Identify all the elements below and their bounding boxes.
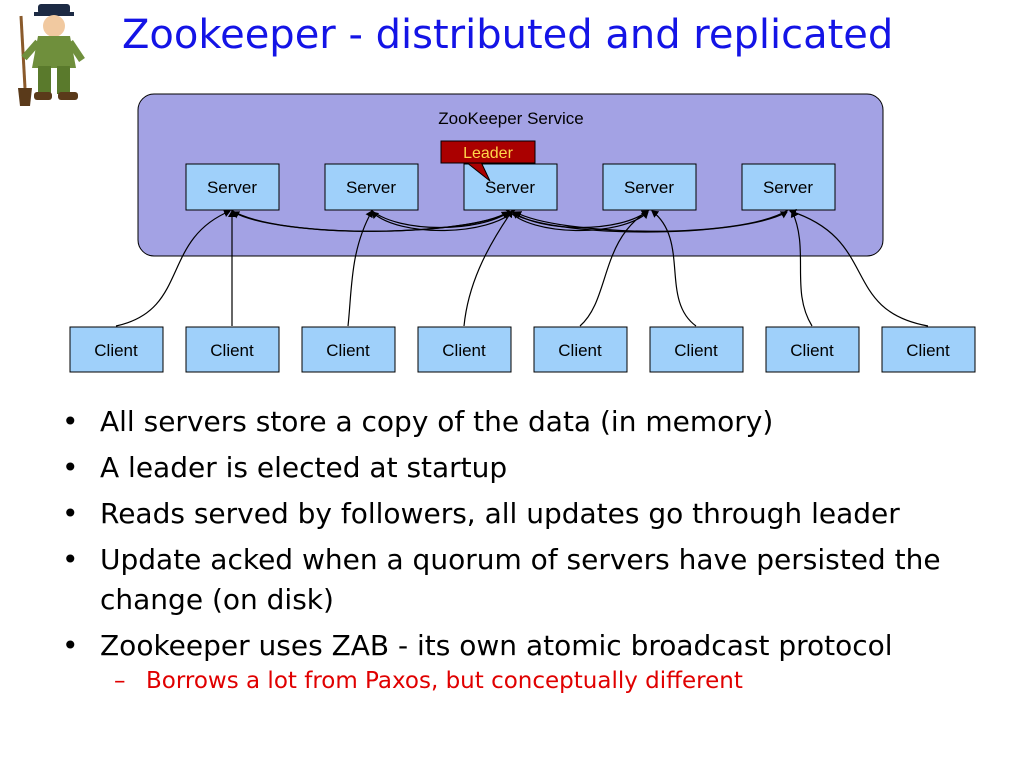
client-node: Client: [301, 326, 396, 373]
client-label: Client: [906, 341, 950, 360]
server-node: Server: [324, 163, 419, 211]
bullet-marker: •: [62, 405, 79, 438]
leader-label: Leader: [463, 145, 513, 162]
bullet-text: Reads served by followers, all updates g…: [100, 497, 900, 530]
sub-bullet-marker: –: [114, 668, 126, 694]
server-label: Server: [207, 178, 257, 197]
bullet-item: • Zookeeper uses ZAB - its own atomic bro…: [62, 626, 1012, 666]
bullet-text: Zookeeper uses ZAB - its own atomic broa…: [100, 629, 893, 662]
sub-bullet-text: Borrows a lot from Paxos, but conceptual…: [146, 668, 743, 694]
bullet-marker: •: [62, 497, 79, 530]
client-node: Client: [533, 326, 628, 373]
bullet-item: • A leader is elected at startup: [62, 448, 1012, 488]
bullet-marker: •: [62, 451, 79, 484]
client-label: Client: [558, 341, 602, 360]
client-node: Client: [765, 326, 860, 373]
bullet-item: • All servers store a copy of the data (i…: [62, 402, 1012, 442]
slide-title: Zookeeper - distributed and replicated: [122, 12, 894, 58]
zookeeper-mascot-logo: [18, 4, 85, 106]
bullet-marker: •: [62, 543, 79, 576]
client-label: Client: [326, 341, 370, 360]
leader-callout: [440, 140, 536, 164]
bullet-marker: •: [62, 629, 79, 662]
server-label: Server: [624, 178, 674, 197]
server-label: Server: [485, 178, 535, 197]
client-node: Client: [185, 326, 280, 373]
server-node: Server: [602, 163, 697, 211]
client-label: Client: [442, 341, 486, 360]
client-node: Client: [69, 326, 164, 373]
server-label: Server: [346, 178, 396, 197]
server-label: Server: [763, 178, 813, 197]
server-node: Server: [185, 163, 280, 211]
client-node: Client: [417, 326, 512, 373]
client-label: Client: [94, 341, 138, 360]
client-label: Client: [790, 341, 834, 360]
client-label: Client: [210, 341, 254, 360]
server-node: Server: [741, 163, 836, 211]
bullet-item: • Update acked when a quorum of servers h…: [62, 540, 1012, 620]
bullet-item: • Reads served by followers, all updates …: [62, 494, 1012, 534]
client-label: Client: [674, 341, 718, 360]
client-connections: [115, 209, 929, 327]
leader-connections: [230, 209, 789, 233]
bullet-list: • All servers store a copy of the data (i…: [62, 402, 1012, 702]
bullet-text: All servers store a copy of the data (in…: [100, 405, 774, 438]
client-node: Client: [881, 326, 976, 373]
bullet-text: A leader is elected at startup: [100, 451, 508, 484]
zookeeper-architecture-diagram: ZooKeeper Service Server Server Server S…: [69, 93, 976, 373]
sub-bullet-item: –Borrows a lot from Paxos, but conceptua…: [62, 666, 1012, 696]
bullet-text: Update acked when a quorum of servers ha…: [100, 543, 941, 616]
client-node: Client: [649, 326, 744, 373]
zookeeper-service-label: ZooKeeper Service: [438, 109, 584, 128]
